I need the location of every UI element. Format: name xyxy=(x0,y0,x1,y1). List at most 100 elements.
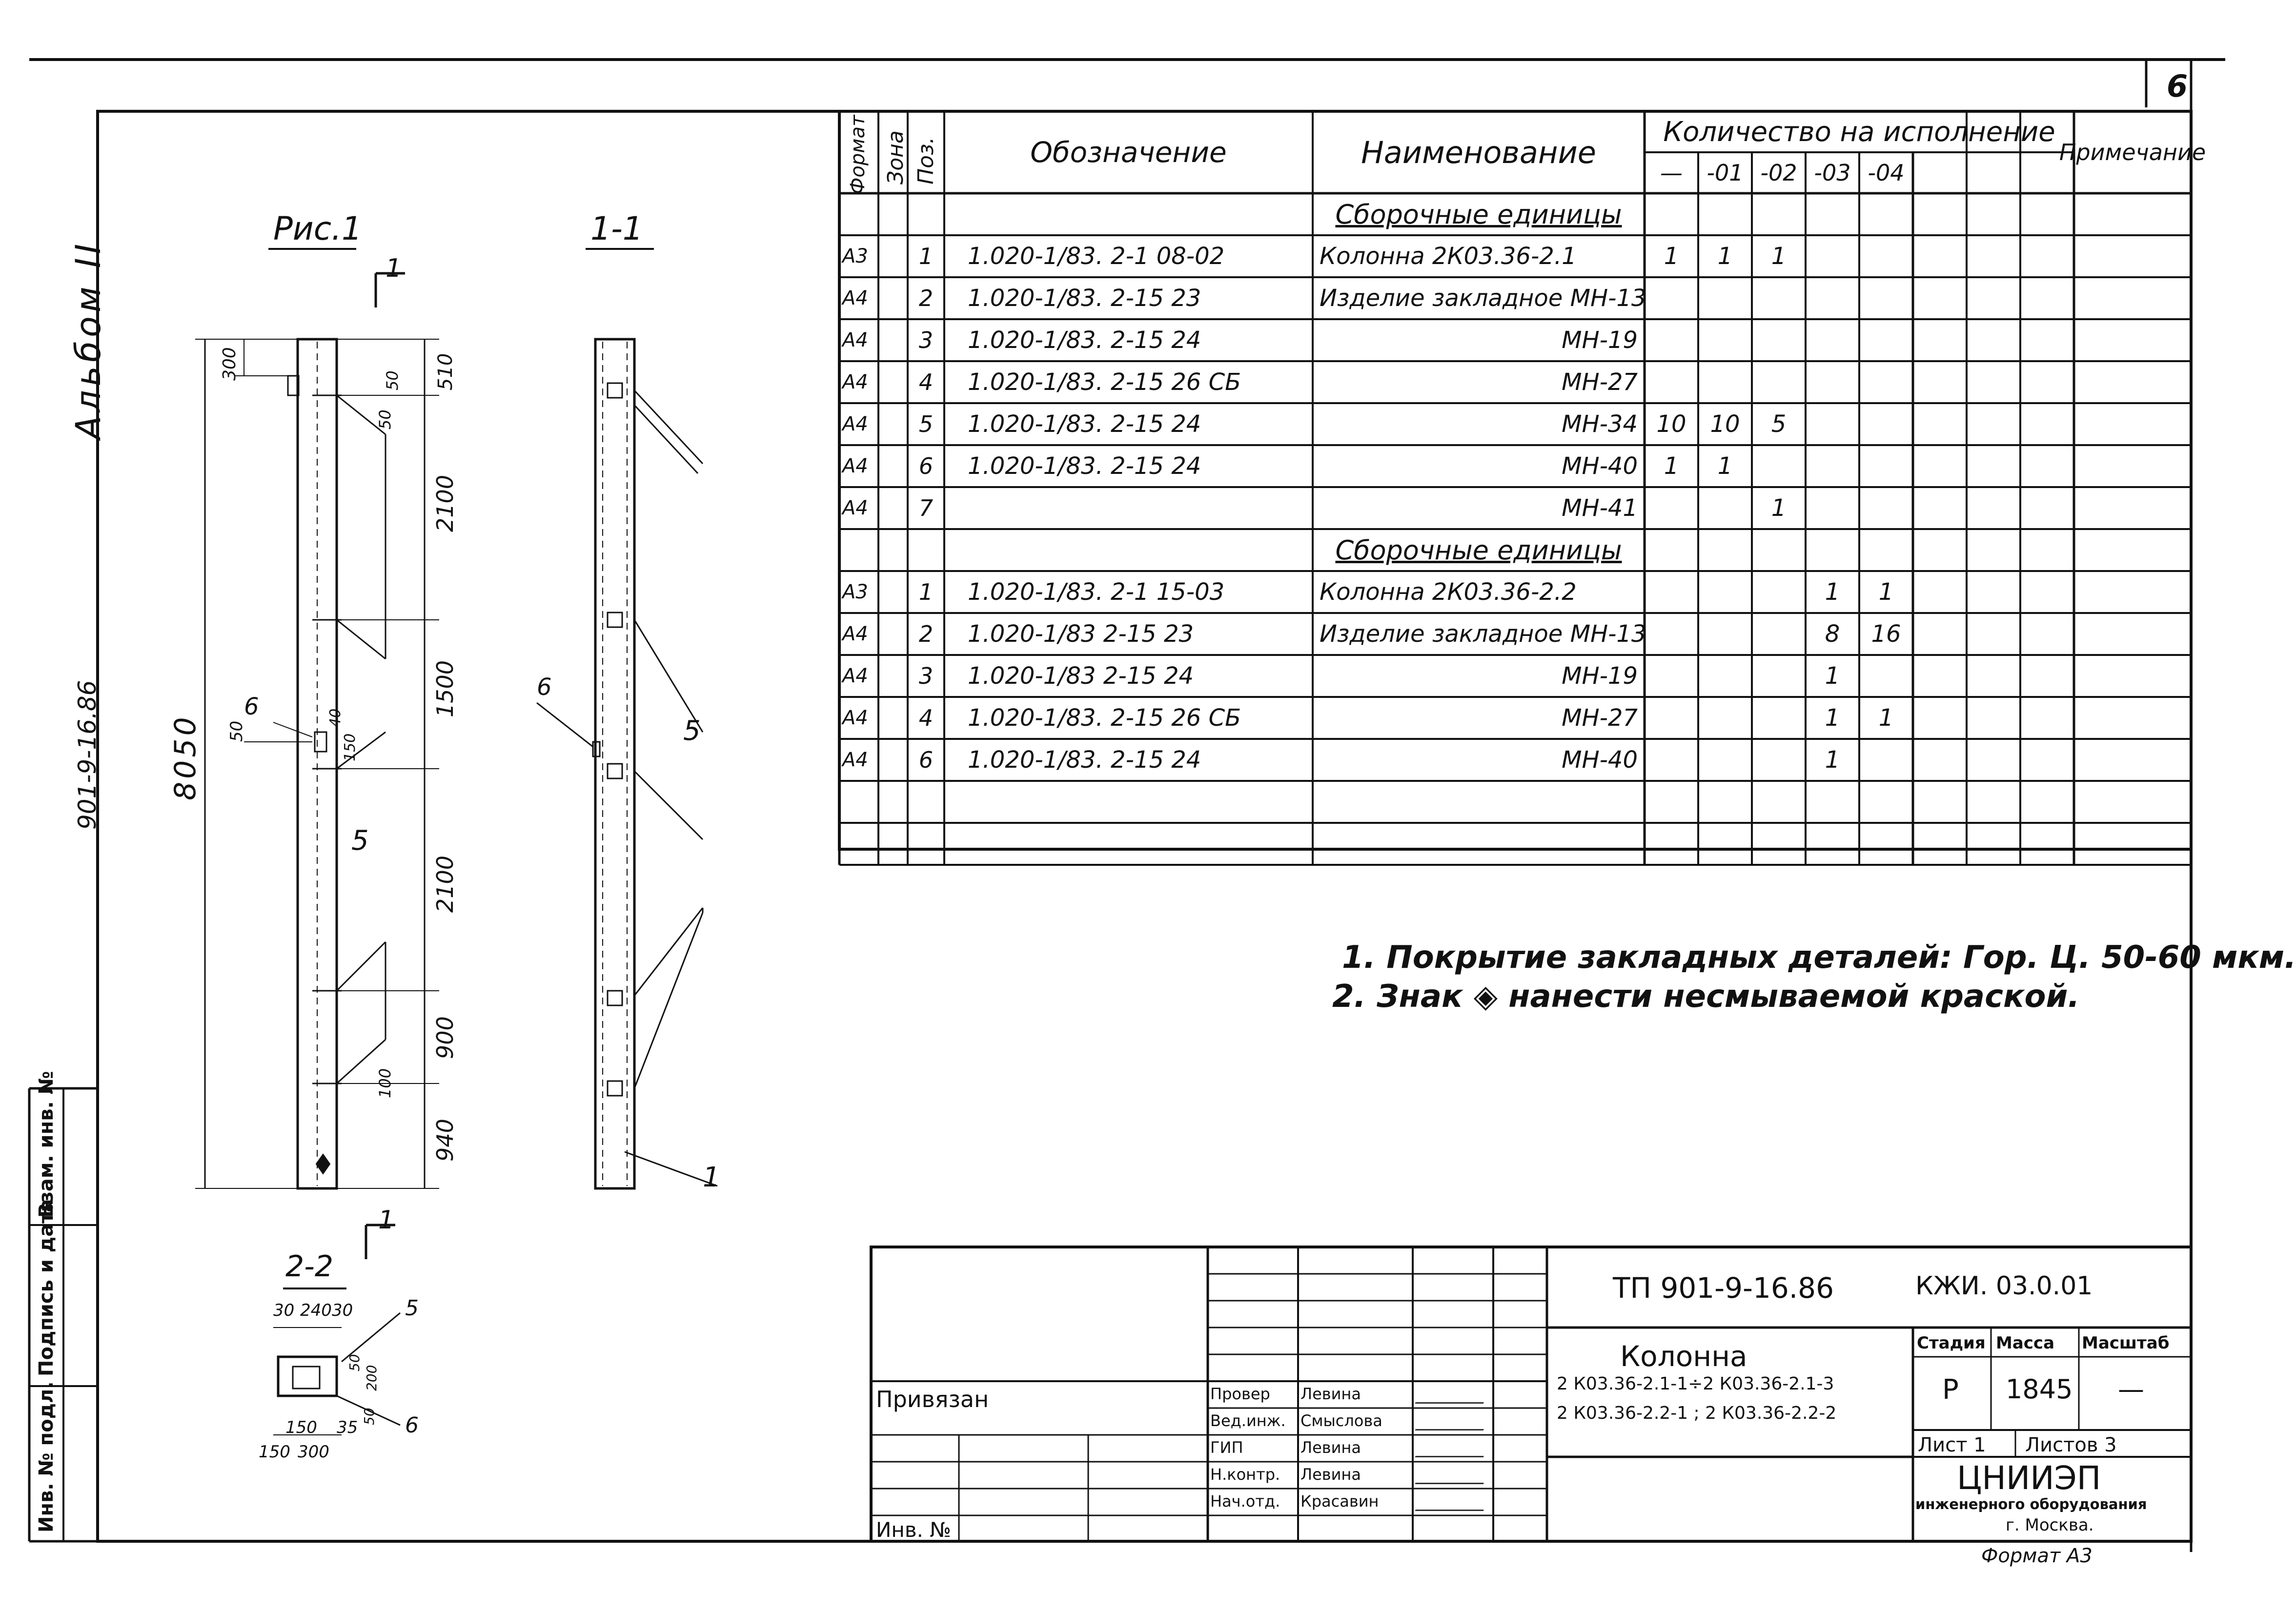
row-designation: 1.020-1/83. 2-15 23 xyxy=(968,285,1201,312)
row-pos: 4 xyxy=(918,369,934,395)
row-qty-4: 1 xyxy=(1878,578,1894,606)
tb-org-city: г. Москва. xyxy=(2006,1515,2094,1535)
group-header: Сборочные единицы xyxy=(1335,199,1622,230)
hdr-note: Примечание xyxy=(2059,139,2206,165)
callout-5-elev: 5 xyxy=(351,825,369,857)
note-1: 1. Покрытие закладных деталей: Гор. Ц. 5… xyxy=(1342,940,2296,976)
signature-mark xyxy=(1415,1470,1489,1484)
hdr-qty-col-4: -04 xyxy=(1868,160,1905,186)
tb-org: ЦНИИЭП xyxy=(1957,1459,2101,1497)
row-qty-3: 1 xyxy=(1825,704,1840,732)
row-format: А4 xyxy=(842,329,868,351)
row-qty-0: 1 xyxy=(1664,452,1679,480)
row-qty-3: 1 xyxy=(1825,578,1840,606)
row-qty-2: 1 xyxy=(1771,243,1787,270)
title-block-lines xyxy=(870,1246,2193,1543)
figure-title: Рис.1 xyxy=(273,210,362,247)
row-qty-2: 5 xyxy=(1771,410,1787,438)
s2-callout-5: 5 xyxy=(405,1296,419,1321)
hdr-qty-col-0: — xyxy=(1660,160,1683,186)
row-qty-3: 8 xyxy=(1825,620,1840,648)
tb-code: ТП 901-9-16.86 xyxy=(1613,1271,1834,1305)
row-pos: 7 xyxy=(918,495,934,521)
tb-masshtab-label: Масштаб xyxy=(2082,1333,2170,1353)
row-name: Изделие закладное МН-13 xyxy=(1320,620,1646,648)
row-designation: 1.020-1/83. 2-1 15-03 xyxy=(968,578,1225,606)
row-name: Колонна 2К03.36-2.2 xyxy=(1320,578,1577,606)
signer-name: Левина xyxy=(1300,1385,1361,1403)
row-format: А4 xyxy=(842,707,868,729)
row-name: МН-34 xyxy=(1562,410,1638,438)
row-qty-1: 10 xyxy=(1710,410,1740,438)
row-pos: 6 xyxy=(918,747,934,773)
s2-dim-150b: 150 xyxy=(259,1442,290,1462)
row-qty-1: 1 xyxy=(1717,243,1733,270)
s2-dim-30b: 30 xyxy=(332,1301,353,1320)
s2-dim-300: 300 xyxy=(298,1442,329,1462)
signer-name: Левина xyxy=(1300,1438,1361,1457)
tb-listov: Листов 3 xyxy=(2025,1434,2117,1456)
row-format: А4 xyxy=(842,623,868,645)
signature-mark xyxy=(1415,1416,1489,1430)
row-name: Колонна 2К03.36-2.1 xyxy=(1320,243,1577,270)
tb-product: Колонна xyxy=(1620,1340,1747,1373)
row-format: А4 xyxy=(842,287,868,309)
row-pos: 5 xyxy=(918,411,934,437)
row-name: МН-27 xyxy=(1562,368,1638,396)
tb-massa: 1845 xyxy=(2006,1374,2073,1405)
row-format: А4 xyxy=(842,497,868,519)
row-designation: 1.020-1/83. 2-15 24 xyxy=(968,746,1201,774)
row-qty-1: 1 xyxy=(1717,452,1733,480)
row-pos: 1 xyxy=(918,243,934,269)
tb-product-sub1: 2 К03.36-2.1-1÷2 К03.36-2.1-3 xyxy=(1557,1374,1834,1394)
s2-dim-35: 35 xyxy=(337,1418,358,1437)
row-pos: 1 xyxy=(918,579,934,605)
row-designation: 1.020-1/83 2-15 24 xyxy=(968,662,1194,690)
section-title: 1-1 xyxy=(590,210,643,247)
sheet-number: 6 xyxy=(2167,68,2188,104)
signature-mark xyxy=(1415,1443,1489,1457)
signer-role: Нач.отд. xyxy=(1210,1492,1280,1511)
row-name: Изделие закладное МН-13 xyxy=(1320,285,1646,312)
row-name: МН-27 xyxy=(1562,704,1638,732)
signer-name: Красавин xyxy=(1300,1492,1379,1511)
tb-code2: КЖИ. 03.0.01 xyxy=(1915,1271,2093,1301)
tb-inv: Инв. № xyxy=(876,1518,952,1542)
section-marker-bottom: 1 xyxy=(378,1205,395,1235)
row-format: А3 xyxy=(842,245,868,267)
tb-masshtab: — xyxy=(2118,1374,2144,1405)
hdr-qty: Количество на исполнение xyxy=(1663,116,2055,148)
hdr-qty-col-3: -03 xyxy=(1814,160,1851,186)
s2-dim-240: 240 xyxy=(300,1301,332,1320)
signer-role: ГИП xyxy=(1210,1438,1243,1457)
row-name: МН-19 xyxy=(1562,327,1638,354)
row-qty-0: 10 xyxy=(1656,410,1686,438)
tb-stadia: Р xyxy=(1942,1374,1959,1406)
row-pos: 6 xyxy=(918,453,934,479)
signer-name: Левина xyxy=(1300,1465,1361,1484)
note-2: 2. Знак ◈ нанести несмываемой краской. xyxy=(1332,979,2080,1015)
row-designation: 1.020-1/83. 2-15 26 СБ xyxy=(968,704,1241,732)
row-format: А3 xyxy=(842,581,868,603)
row-qty-0: 1 xyxy=(1664,243,1679,270)
row-designation: 1.020-1/83. 2-1 08-02 xyxy=(968,243,1225,270)
signature-mark xyxy=(1415,1389,1489,1404)
row-pos: 4 xyxy=(918,705,934,731)
row-format: А4 xyxy=(842,371,868,393)
row-format: А4 xyxy=(842,665,868,687)
tb-massa-label: Масса xyxy=(1996,1333,2055,1353)
row-qty-4: 1 xyxy=(1878,704,1894,732)
tb-list: Лист 1 xyxy=(1918,1434,1986,1456)
hdr-designation: Обозначение xyxy=(1030,136,1227,169)
row-format: А4 xyxy=(842,413,868,435)
tb-org-sub: инженерного оборудования xyxy=(1915,1496,2147,1512)
signer-name: Смыслова xyxy=(1300,1411,1382,1430)
spec-grid xyxy=(838,111,2193,866)
tb-product-sub2: 2 К03.36-2.2-1 ; 2 К03.36-2.2-2 xyxy=(1557,1403,1837,1423)
row-format: А4 xyxy=(842,749,868,771)
callout-6-section: 6 xyxy=(537,674,552,701)
row-name: МН-40 xyxy=(1562,452,1638,480)
s2-callout-6: 6 xyxy=(405,1413,419,1438)
row-qty-4: 16 xyxy=(1871,620,1901,648)
signature-mark xyxy=(1415,1497,1489,1511)
